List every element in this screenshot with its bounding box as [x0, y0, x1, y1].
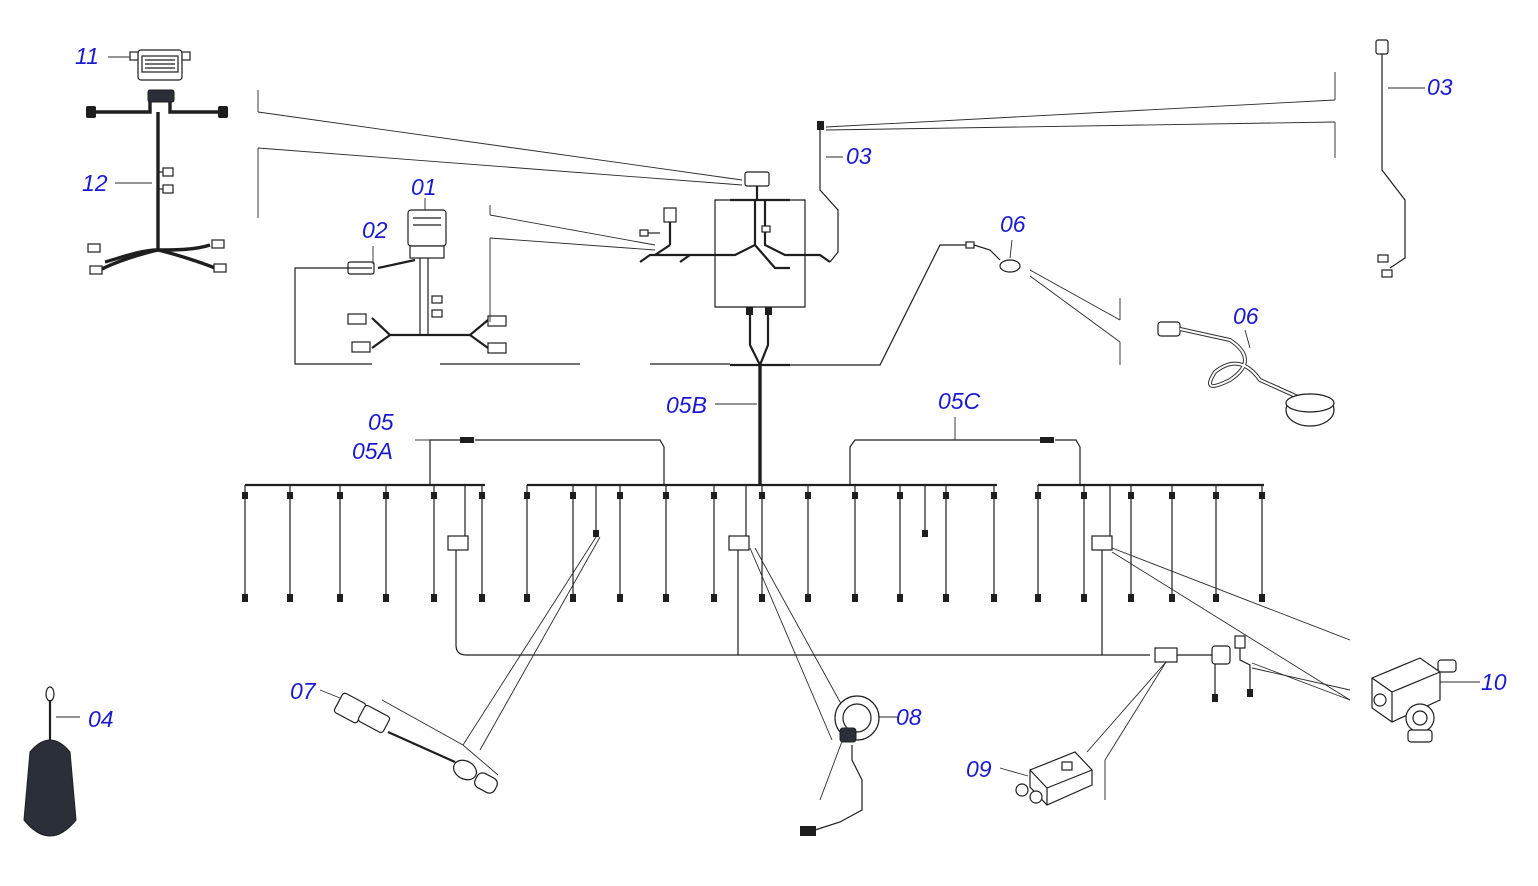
leader-lines — [381, 536, 1480, 801]
sensor-wire-03-right — [1375, 39, 1425, 278]
cleaning-brush-04 — [23, 686, 80, 837]
boom-section-right — [1035, 483, 1265, 655]
rotary-sensor-08 — [800, 695, 898, 836]
main-harness-12 — [86, 89, 228, 275]
label-04: 04 — [88, 706, 114, 732]
puck-sensor-06-large — [1157, 321, 1335, 427]
label-06-small: 06 — [1000, 211, 1026, 237]
label-09: 09 — [966, 756, 992, 782]
label-05c: 05C — [938, 388, 981, 414]
central-harness — [257, 90, 1001, 485]
pump-valve-10 — [1371, 657, 1457, 743]
label-12: 12 — [82, 170, 108, 196]
module-01 — [407, 198, 447, 259]
part-labels: 11 12 01 02 03 03 06 06 05 05A 05B 05C 0… — [75, 43, 1507, 782]
drops-left — [242, 485, 485, 602]
sub-harness-02 — [294, 246, 580, 365]
label-08: 08 — [896, 704, 922, 730]
sensor-wire-03-left — [817, 72, 1336, 263]
label-02: 02 — [362, 217, 388, 243]
pressure-manifold — [1154, 635, 1253, 702]
drops-center — [524, 485, 997, 602]
label-11: 11 — [75, 43, 99, 69]
label-03-right: 03 — [1427, 74, 1453, 100]
valve-block-09 — [999, 751, 1093, 806]
puck-sensor-06-small — [999, 239, 1121, 365]
sensor-cable-07 — [319, 689, 498, 794]
label-05: 05 — [368, 409, 394, 435]
label-03-left: 03 — [846, 143, 872, 169]
boom-section-center — [524, 483, 997, 655]
section-bus-05 — [429, 417, 1081, 485]
boom-section-left — [242, 483, 1150, 656]
control-unit-11 — [108, 49, 191, 81]
label-10: 10 — [1481, 669, 1507, 695]
label-01: 01 — [411, 174, 437, 200]
label-05a: 05A — [352, 438, 393, 464]
label-07: 07 — [290, 678, 317, 704]
label-05b: 05B — [666, 392, 707, 418]
label-06-large: 06 — [1233, 303, 1259, 329]
drops-right — [1035, 485, 1265, 602]
